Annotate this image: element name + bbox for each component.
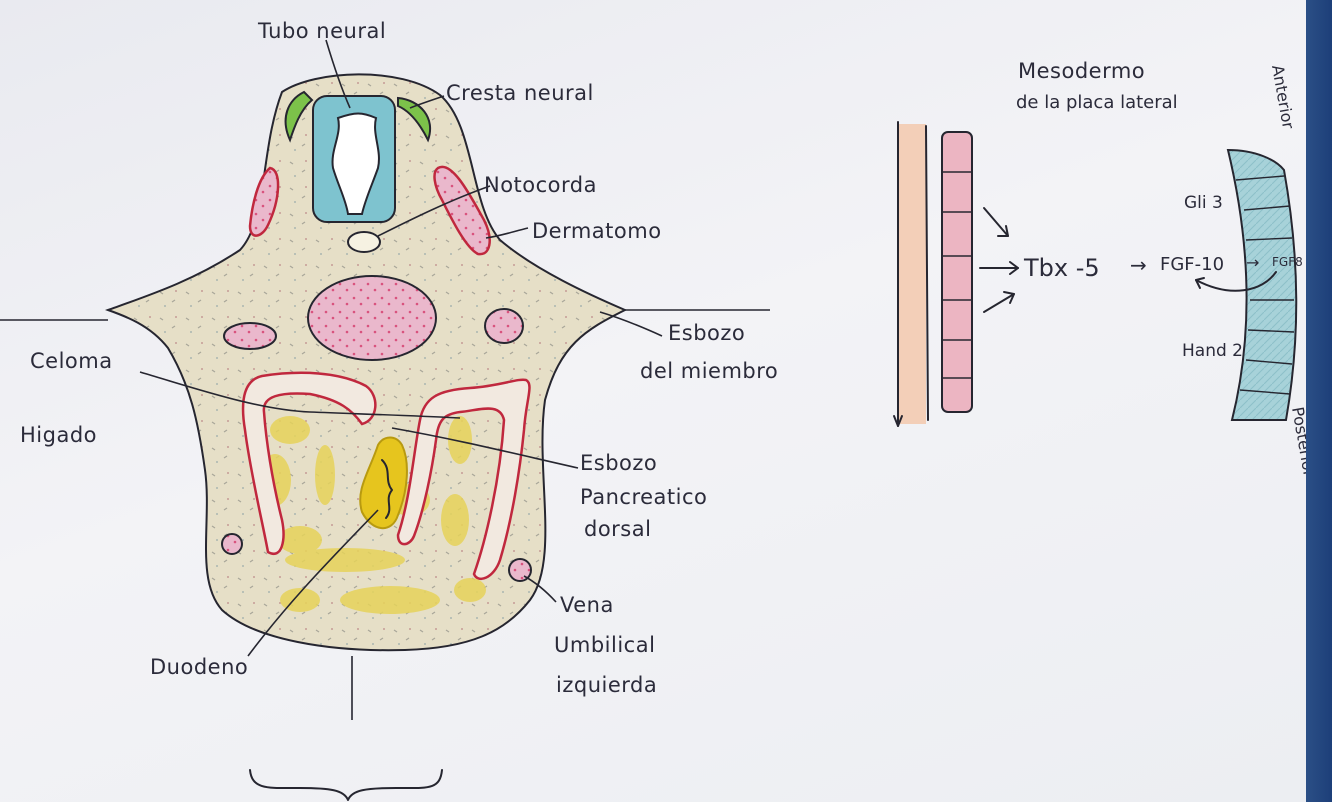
label-hand2: Hand 2 bbox=[1182, 341, 1243, 361]
strip-right-edge bbox=[926, 126, 928, 420]
arrow-tbx5-fgf10: → bbox=[1130, 253, 1147, 277]
label-higado: Higado bbox=[20, 423, 97, 447]
label-esbozo-pancreatico-3: dorsal bbox=[584, 517, 651, 541]
right-pink-oval bbox=[485, 309, 523, 343]
label-dermatomo: Dermatomo bbox=[532, 219, 662, 243]
notochord bbox=[348, 232, 380, 252]
label-duodeno: Duodeno bbox=[150, 655, 248, 679]
label-tbx5: Tbx -5 bbox=[1023, 254, 1100, 282]
label-cresta-neural: Cresta neural bbox=[446, 81, 594, 105]
page-edge-binding bbox=[1306, 0, 1332, 802]
label-mesodermo-2: de la placa lateral bbox=[1016, 92, 1178, 113]
label-fgf8: FGF8 bbox=[1272, 255, 1303, 269]
embryo-section: Tubo neural Cresta neural Notocorda Derm… bbox=[0, 19, 778, 800]
left-pink-oval bbox=[224, 323, 276, 349]
label-esbozo-pancreatico-2: Pancreatico bbox=[580, 485, 707, 509]
label-mesodermo-1: Mesodermo bbox=[1018, 59, 1145, 83]
limb-signaling-diagram: Mesodermo de la placa lateral Gli 3 Hand… bbox=[894, 59, 1319, 479]
label-esbozo-miembro-1: Esbozo bbox=[668, 321, 745, 345]
label-vena-2: Umbilical bbox=[554, 633, 655, 657]
label-vena-3: izquierda bbox=[556, 673, 657, 697]
label-celoma: Celoma bbox=[30, 349, 113, 373]
label-anterior: Anterior bbox=[1268, 63, 1298, 130]
central-pink-mass bbox=[308, 276, 436, 360]
label-gli3: Gli 3 bbox=[1184, 193, 1223, 213]
label-fgf10: FGF-10 bbox=[1160, 254, 1224, 275]
arrow-fgf10-fgf8: → bbox=[1246, 253, 1259, 272]
lateral-plate-strip bbox=[898, 124, 926, 424]
input-arrows bbox=[980, 208, 1018, 312]
left-small-vein bbox=[222, 534, 242, 554]
somite-column bbox=[942, 132, 972, 412]
label-esbozo-pancreatico-1: Esbozo bbox=[580, 451, 657, 475]
bottom-brace bbox=[250, 770, 442, 800]
label-notocorda: Notocorda bbox=[484, 173, 597, 197]
label-vena-1: Vena bbox=[560, 593, 614, 617]
label-esbozo-miembro-2: del miembro bbox=[640, 359, 778, 383]
label-tubo-neural: Tubo neural bbox=[257, 19, 386, 43]
